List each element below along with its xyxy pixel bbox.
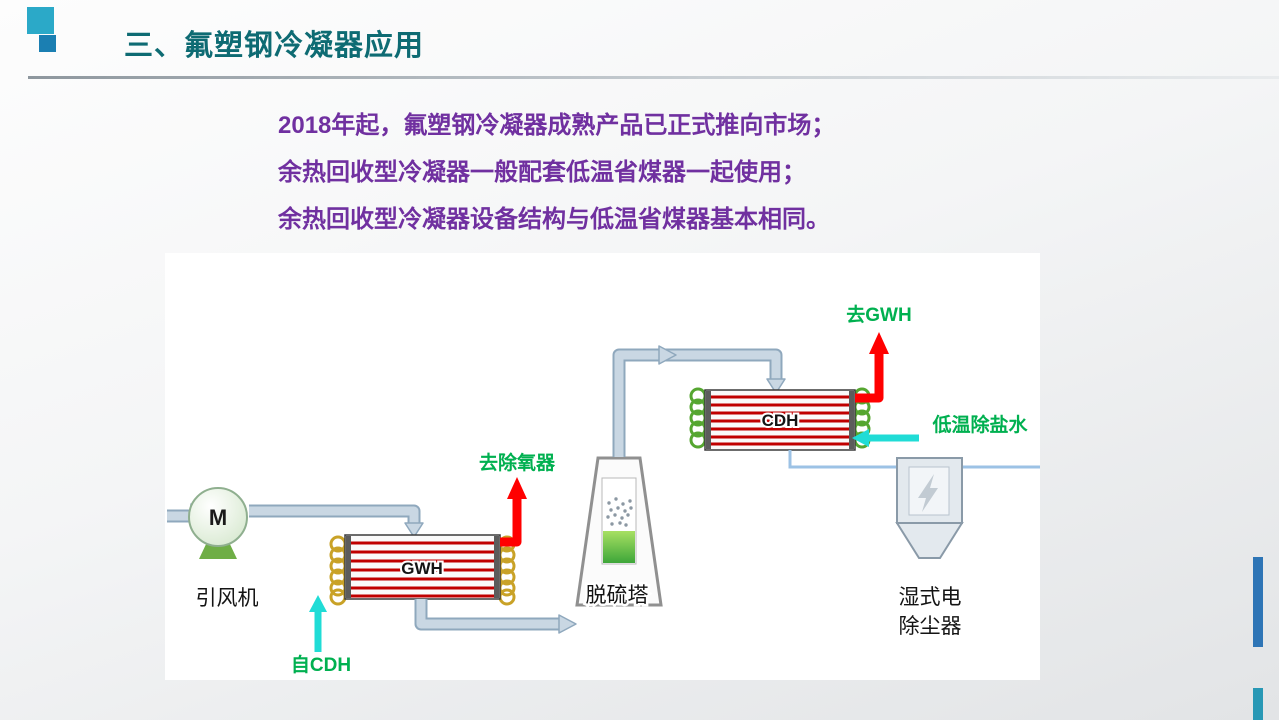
gwh-to-deaerator-arrow <box>500 477 527 547</box>
right-edge-bar-teal <box>1253 688 1263 720</box>
gwh-condenser: GWH <box>329 534 516 606</box>
header-accent-square-large <box>27 7 54 34</box>
gwh-label: GWH <box>401 559 443 578</box>
fan-motor-circle <box>188 487 248 547</box>
thin-pipe-cdh-to-esp <box>788 450 1040 469</box>
to-gwh-label: 去GWH <box>846 303 911 326</box>
demin-water-arrow <box>852 429 919 447</box>
demin-water-label: 低温除盐水 <box>931 413 1028 436</box>
header-accent-square-small <box>39 35 56 52</box>
wet-esp: 湿式电 除尘器 <box>895 457 964 638</box>
process-flow-diagram: M 引风机 <box>165 253 1040 680</box>
fan-motor-letter: M <box>209 505 227 530</box>
right-edge-bar-blue <box>1253 557 1263 647</box>
duct-tower-to-cdh <box>612 345 786 457</box>
cdh-condenser: CDH <box>689 387 871 451</box>
esp-funnel <box>895 522 964 559</box>
duct-fan-to-gwh <box>249 504 424 538</box>
tower-liquid <box>603 531 635 563</box>
spray-dots <box>606 497 633 527</box>
cdh-label: CDH <box>762 411 799 430</box>
esp-label-line2: 除尘器 <box>899 615 962 638</box>
process-flow-svg: M 引风机 <box>167 303 1040 676</box>
body-line-1: 2018年起，氟塑钢冷凝器成熟产品已正式推向市场； <box>278 112 836 139</box>
lightning-icon <box>918 474 938 512</box>
to-deaerator-label: 去除氧器 <box>479 451 556 474</box>
esp-label-line1: 湿式电 <box>899 586 962 609</box>
water-from-cdh-arrow <box>309 595 327 652</box>
induced-draft-fan: M <box>188 487 248 559</box>
cdh-to-gwh-arrow <box>855 332 889 403</box>
body-line-2: 余热回收型冷凝器一般配套低温省煤器一起使用； <box>278 159 806 186</box>
body-text-block: 2018年起，氟塑钢冷凝器成熟产品已正式推向市场； 余热回收型冷凝器一般配套低温… <box>278 111 835 252</box>
duct-gwh-to-tower <box>414 599 577 634</box>
desulfurization-tower: 脱硫塔 <box>575 456 663 610</box>
slide-title: 三、氟塑钢冷凝器应用 <box>124 30 425 62</box>
body-line-3: 余热回收型冷凝器设备结构与低温省煤器基本相同。 <box>278 206 830 233</box>
tower-label: 脱硫塔 <box>586 584 649 607</box>
from-cdh-label: 自CDH <box>291 653 351 676</box>
fan-label: 引风机 <box>196 587 259 610</box>
header-divider <box>28 76 1279 79</box>
